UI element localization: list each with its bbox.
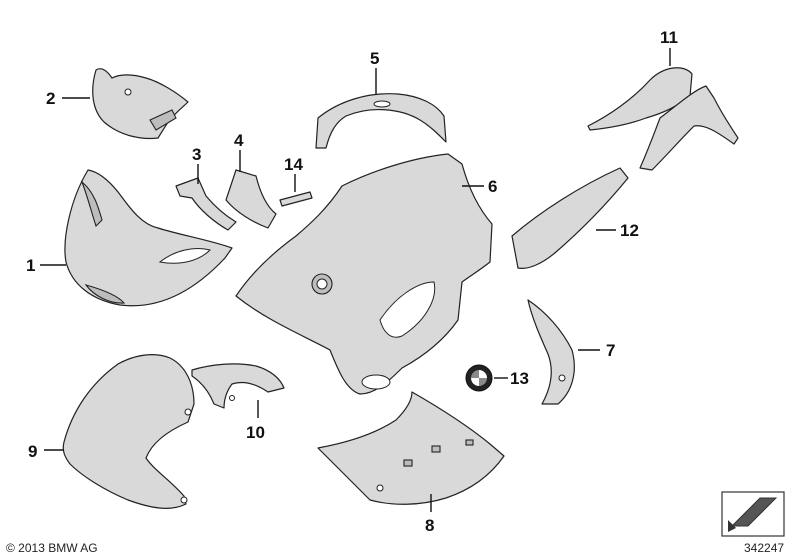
bmw-roundel-icon xyxy=(465,364,493,392)
part-7-small-side-panel[interactable] xyxy=(527,299,575,405)
callout-12: 12 xyxy=(620,221,639,240)
part-14-trim-strip[interactable] xyxy=(279,191,313,207)
part-5-upper-panel[interactable] xyxy=(315,93,447,149)
copyright-text: © 2013 BMW AG xyxy=(6,541,98,555)
leader-lines xyxy=(40,48,671,512)
part-2-upper-cover[interactable] xyxy=(92,68,189,140)
callout-8: 8 xyxy=(425,516,434,535)
callout-7: 7 xyxy=(606,341,615,360)
callout-5: 5 xyxy=(370,49,379,68)
callout-9: 9 xyxy=(28,442,37,461)
arrow-sheet-icon xyxy=(721,491,785,537)
part-3-bracket[interactable] xyxy=(175,177,237,231)
part-10-fender-insert[interactable] xyxy=(191,363,285,409)
part-8-belly-pan[interactable] xyxy=(317,391,505,505)
part-6-main-side-fairing[interactable] xyxy=(235,153,493,395)
callout-6: 6 xyxy=(488,177,497,196)
part-1-front-fairing[interactable] xyxy=(64,169,233,307)
part-12-side-strip[interactable] xyxy=(511,167,629,269)
callout-11: 11 xyxy=(660,28,678,47)
callout-14: 14 xyxy=(284,155,303,174)
callout-4: 4 xyxy=(234,131,244,150)
callout-10: 10 xyxy=(246,423,265,442)
part-4-panel[interactable] xyxy=(225,169,277,229)
callout-13: 13 xyxy=(510,369,529,388)
callout-labels: 1 2 3 4 5 6 7 8 9 10 11 12 13 14 xyxy=(26,28,678,535)
part-9-front-fender[interactable] xyxy=(62,354,195,509)
callout-1: 1 xyxy=(26,256,35,275)
part-11-rear-bracket[interactable] xyxy=(587,67,739,171)
callout-3: 3 xyxy=(192,145,201,164)
diagram-number: 342247 xyxy=(744,541,784,555)
callout-2: 2 xyxy=(46,89,55,108)
